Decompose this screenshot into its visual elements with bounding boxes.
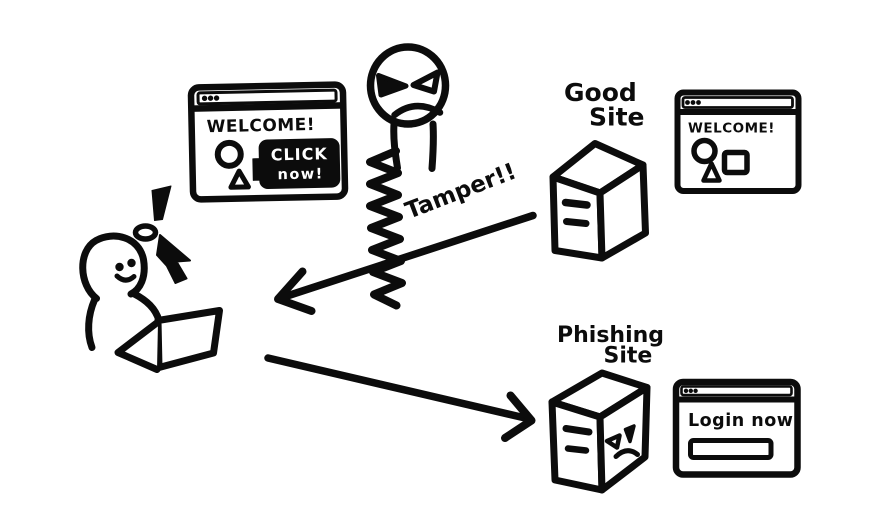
- attacker-eye-right-icon: [410, 69, 441, 95]
- server-side-face: [596, 384, 651, 494]
- welcome-heading: WELCOME!: [206, 115, 315, 137]
- user-head: [79, 232, 148, 302]
- server-frown: [613, 448, 640, 459]
- good-browser-window: WELCOME!: [674, 89, 802, 194]
- triangle-shape: [228, 168, 251, 190]
- user-arm: [130, 290, 163, 324]
- login-now-heading: Login now: [688, 411, 793, 431]
- server-eye-right-icon: [623, 424, 636, 444]
- server-slot-1: [561, 198, 591, 209]
- welcome-heading: WELCOME!: [688, 121, 775, 137]
- server-front-face: [549, 173, 606, 262]
- server-slot-1: [562, 425, 593, 436]
- window-titlebar: [680, 385, 793, 397]
- arrow-head-icon: [501, 391, 536, 442]
- arrow-good-site-to-user: [274, 211, 537, 315]
- good-site-label-2: Site: [589, 103, 644, 132]
- titlebar-divider: [189, 102, 347, 112]
- good-site-label-1: Good: [564, 78, 637, 107]
- arrow-head-icon: [274, 267, 316, 315]
- laptop-base: [114, 318, 162, 373]
- attacker-leg-right: [428, 120, 437, 172]
- click-now-button-label-1: CLICK: [271, 144, 328, 164]
- laptop-lid: [154, 307, 223, 371]
- phishing-site-label-2: Site: [604, 344, 653, 369]
- server-eye-left-icon: [604, 433, 622, 450]
- exclamation-mark-icon: [151, 185, 172, 221]
- attacker-frown: [391, 102, 444, 119]
- click-now-button-label-2: now!: [277, 166, 324, 183]
- arrow-shaft: [264, 354, 527, 422]
- triangle-shape: [701, 161, 722, 183]
- tamper-label: Tamper!!: [402, 159, 520, 225]
- attacker-eye-left-icon: [376, 73, 409, 98]
- server-slot-2: [563, 218, 590, 227]
- tampered-browser-window: WELCOME! CLICK now!: [187, 81, 349, 203]
- good-server-icon: [549, 140, 649, 262]
- phishing-server-icon: [548, 369, 651, 494]
- user-eye-right: [127, 258, 136, 268]
- window-dots-icon: [683, 388, 698, 393]
- arrow-shaft: [283, 211, 537, 300]
- phishing-browser-window: Login now: [672, 378, 801, 478]
- window-dots-icon: [685, 100, 701, 105]
- user-figure: [79, 185, 223, 373]
- server-front-face: [548, 398, 606, 494]
- attacker-figure: [366, 43, 450, 172]
- laptop-icon: [114, 307, 223, 373]
- arrow-user-to-phishing-site: [264, 354, 536, 442]
- attacker-leg-left: [390, 120, 401, 172]
- click-now-button: [258, 138, 341, 190]
- window-dots-icon: [201, 95, 220, 102]
- user-body-left: [85, 296, 98, 351]
- circle-shape: [691, 137, 718, 165]
- cursor-icon: [156, 234, 191, 284]
- square-shape: [721, 149, 750, 176]
- user-smile: [114, 273, 137, 283]
- tamper-zigzag-icon: [366, 147, 406, 310]
- server-slot-2: [564, 445, 590, 454]
- window-titlebar: [681, 96, 794, 109]
- user-eye-left: [115, 262, 124, 272]
- good-site-group: Good Site: [549, 78, 649, 262]
- server-side-face: [596, 161, 649, 262]
- circle-shape: [214, 139, 244, 169]
- login-input-box: [688, 438, 774, 460]
- window-titlebar: [196, 88, 338, 106]
- phishing-site-group: Phishing Site: [548, 323, 664, 494]
- exclamation-dot: [132, 223, 159, 242]
- phishing-site-label-1: Phishing: [557, 323, 664, 348]
